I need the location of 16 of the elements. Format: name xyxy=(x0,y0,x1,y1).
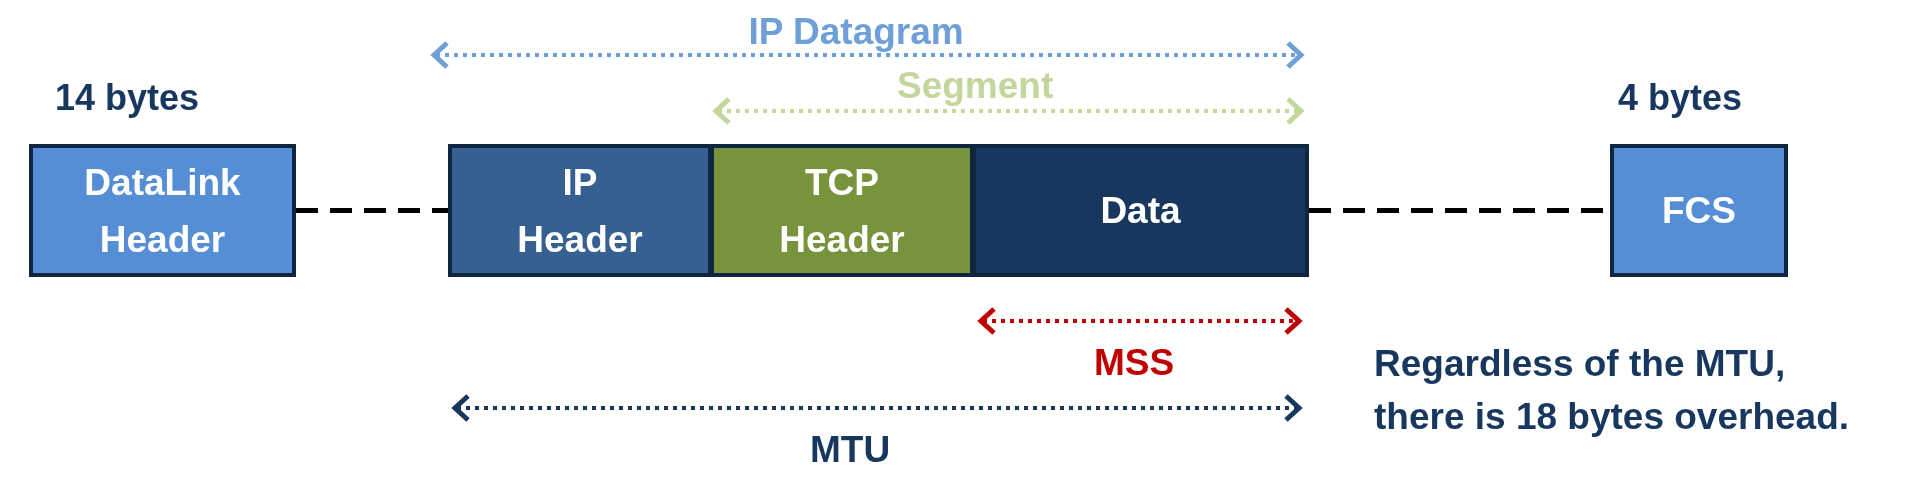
byte-count-label: 14 bytes xyxy=(55,76,200,120)
packet-field xyxy=(448,144,712,277)
byte-count-label: 4 bytes xyxy=(1618,76,1743,120)
dimension-label: MSS xyxy=(1094,341,1175,385)
field-label: DataLink Header xyxy=(83,160,242,262)
dimension-label: MTU xyxy=(810,428,891,472)
field-label: TCP Header xyxy=(778,160,906,262)
packet-field xyxy=(972,144,1309,277)
dimension-label: IP Datagram xyxy=(748,10,964,54)
field-label: IP Header xyxy=(516,160,644,262)
field-label: Data xyxy=(1100,189,1181,233)
dimension-label: Segment xyxy=(897,64,1054,108)
field-label: FCS xyxy=(1662,189,1736,233)
note-text: Regardless of the MTU, there is 18 bytes overhead. xyxy=(1374,342,1851,439)
dashed-line xyxy=(296,208,448,213)
packet-field xyxy=(710,144,974,277)
